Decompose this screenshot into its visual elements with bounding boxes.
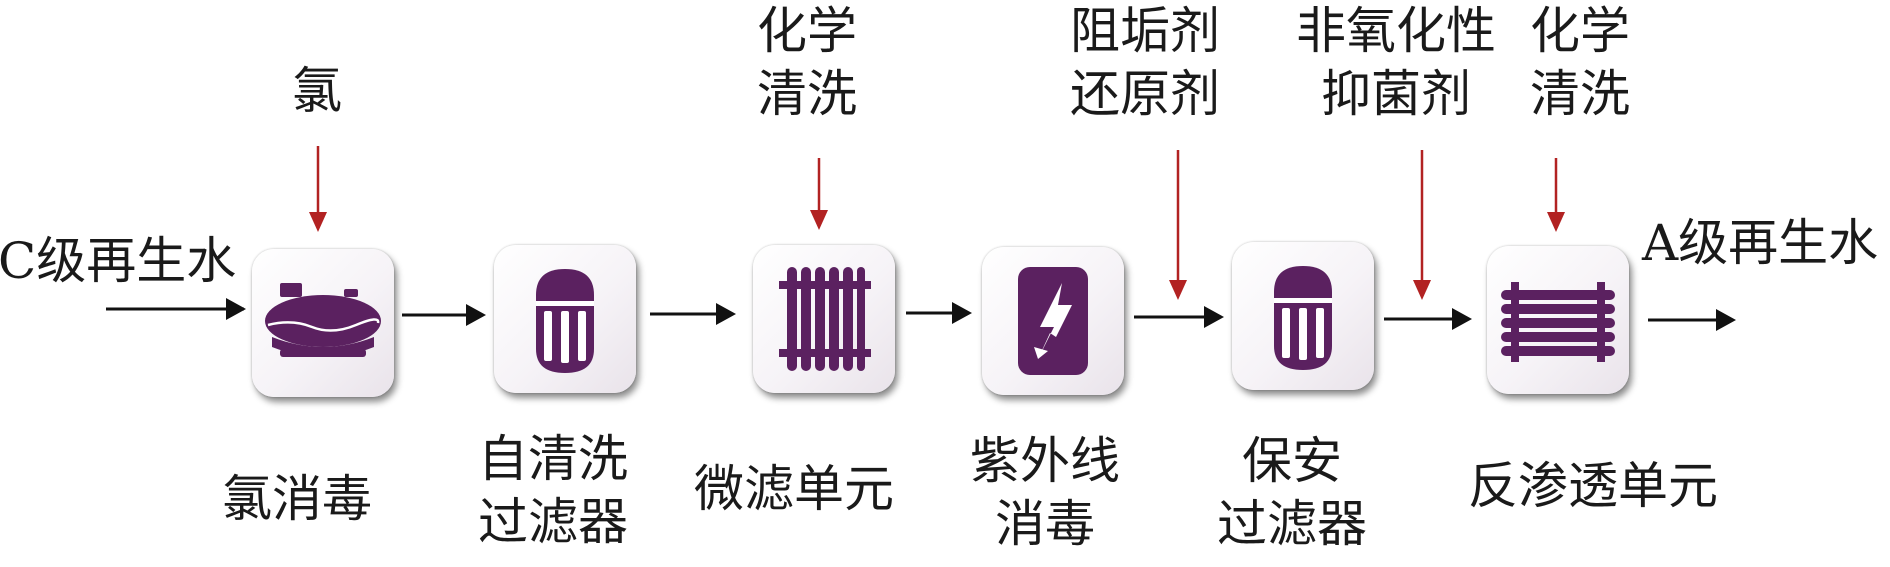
arrow-4-5-head — [1204, 306, 1224, 328]
arrow-1-2-head — [466, 304, 486, 326]
unit-microfiltration — [753, 245, 895, 393]
additive-label-antiscalant-reductant: 阻垢剂 还原剂 — [1070, 2, 1220, 123]
additive-label-ro-cleaning: 化学 清洗 — [1530, 2, 1630, 123]
arrow-input-head — [226, 298, 246, 320]
membrane-bundle-icon — [779, 267, 871, 371]
arrow-dose-mf-cleaning-head — [810, 210, 828, 230]
unit-label-reverse-osmosis: 反渗透单元 — [1468, 457, 1718, 515]
unit-security-filter — [1232, 242, 1374, 390]
arrow-3-4-head — [952, 302, 972, 324]
arrow-2-3-head — [716, 303, 736, 325]
arrow-dose-chlorine-head — [309, 212, 327, 232]
additive-label-mf-cleaning: 化学 清洗 — [757, 2, 857, 123]
arrow-output-head — [1716, 309, 1736, 331]
filter-cartridge-icon — [1274, 266, 1332, 370]
output-label: A级再生水 — [1642, 214, 1879, 272]
uv-lightning-icon — [1018, 267, 1088, 375]
unit-uv-disinfection — [982, 247, 1124, 395]
ro-membrane-icon — [1501, 282, 1615, 362]
additive-label-chlorine: 氯 — [292, 62, 342, 120]
unit-self-cleaning-filter — [494, 245, 636, 393]
additive-label-biocide: 非氧化性 抑菌剂 — [1296, 2, 1496, 123]
arrow-dose-biocide-head — [1413, 280, 1431, 300]
arrow-dose-ro-cleaning-head — [1547, 212, 1565, 232]
tank-icon — [265, 283, 381, 357]
unit-reverse-osmosis — [1487, 246, 1629, 394]
unit-label-microfiltration: 微滤单元 — [694, 460, 894, 518]
unit-chlorine-disinfection — [252, 249, 394, 397]
unit-label-chlorine-disinfection: 氯消毒 — [222, 470, 372, 528]
unit-label-self-cleaning-filter: 自清洗 过滤器 — [478, 430, 628, 551]
arrow-dose-antiscalant-head — [1169, 280, 1187, 300]
filter-cartridge-icon — [536, 269, 594, 373]
input-label: C级再生水 — [0, 232, 237, 290]
unit-label-uv-disinfection: 紫外线 消毒 — [970, 432, 1120, 553]
arrow-5-6-head — [1452, 308, 1472, 330]
unit-label-security-filter: 保安 过滤器 — [1217, 432, 1367, 553]
